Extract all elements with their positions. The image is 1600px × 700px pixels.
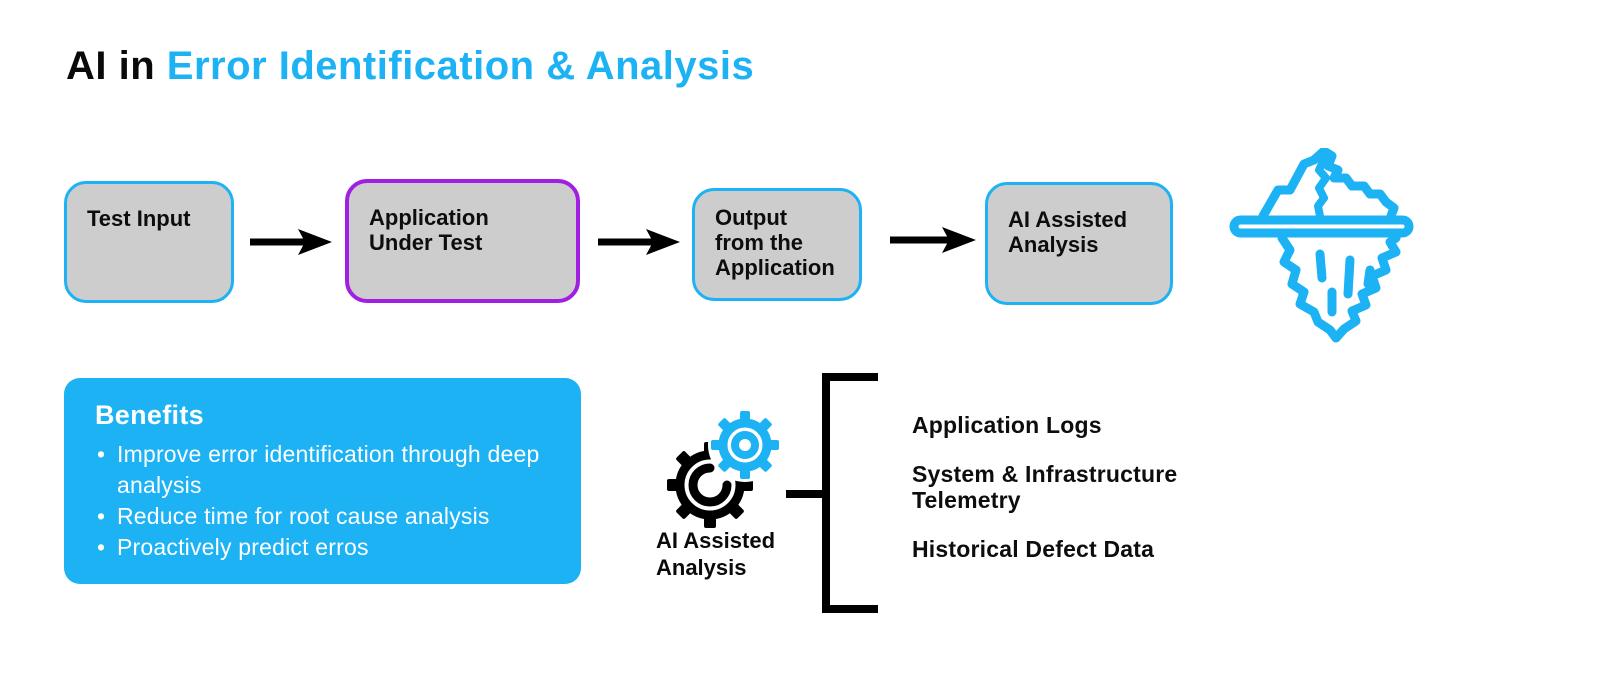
flow-box-ai-assisted-analysis: AI Assisted Analysis <box>985 182 1173 305</box>
source-application-logs: Application Logs <box>912 412 1102 438</box>
flow-box-test-input: Test Input <box>64 181 234 303</box>
flow-box-application-under-test: Application Under Test <box>345 179 580 303</box>
arrow-right-icon <box>250 229 332 255</box>
iceberg-icon <box>1229 148 1414 343</box>
benefit-item: Improve error identification through dee… <box>95 439 553 501</box>
ai-assisted-analysis-label: AI Assisted Analysis <box>656 528 776 580</box>
bracket-connector-line <box>786 490 822 498</box>
source-historical-defect-data: Historical Defect Data <box>912 536 1155 562</box>
benefits-title: Benefits <box>95 400 204 430</box>
source-system-infrastructure-telemetry: System & Infrastructure Telemetry <box>912 461 1178 513</box>
benefit-item: Reduce time for root cause analysis <box>95 501 553 532</box>
gears-icon <box>667 408 782 528</box>
blue-gear <box>711 411 779 479</box>
bracket-top-line <box>822 373 878 381</box>
page-title: AI in Error Identification & Analysis <box>66 44 754 89</box>
benefits-list: Improve error identification through dee… <box>95 439 553 563</box>
bracket-vertical-line <box>822 373 830 613</box>
bracket-bottom-line <box>822 605 878 613</box>
arrow-right-icon <box>598 229 680 255</box>
flow-box-output-from-application: Output from the Application <box>692 188 862 301</box>
page-title-prefix: AI in <box>66 44 167 88</box>
arrow-right-icon <box>890 227 976 253</box>
benefit-item: Proactively predict erros <box>95 532 553 563</box>
page-title-highlight: Error Identification & Analysis <box>166 44 755 88</box>
black-gear <box>667 442 753 528</box>
benefits-panel: Benefits Improve error identification th… <box>64 378 581 584</box>
